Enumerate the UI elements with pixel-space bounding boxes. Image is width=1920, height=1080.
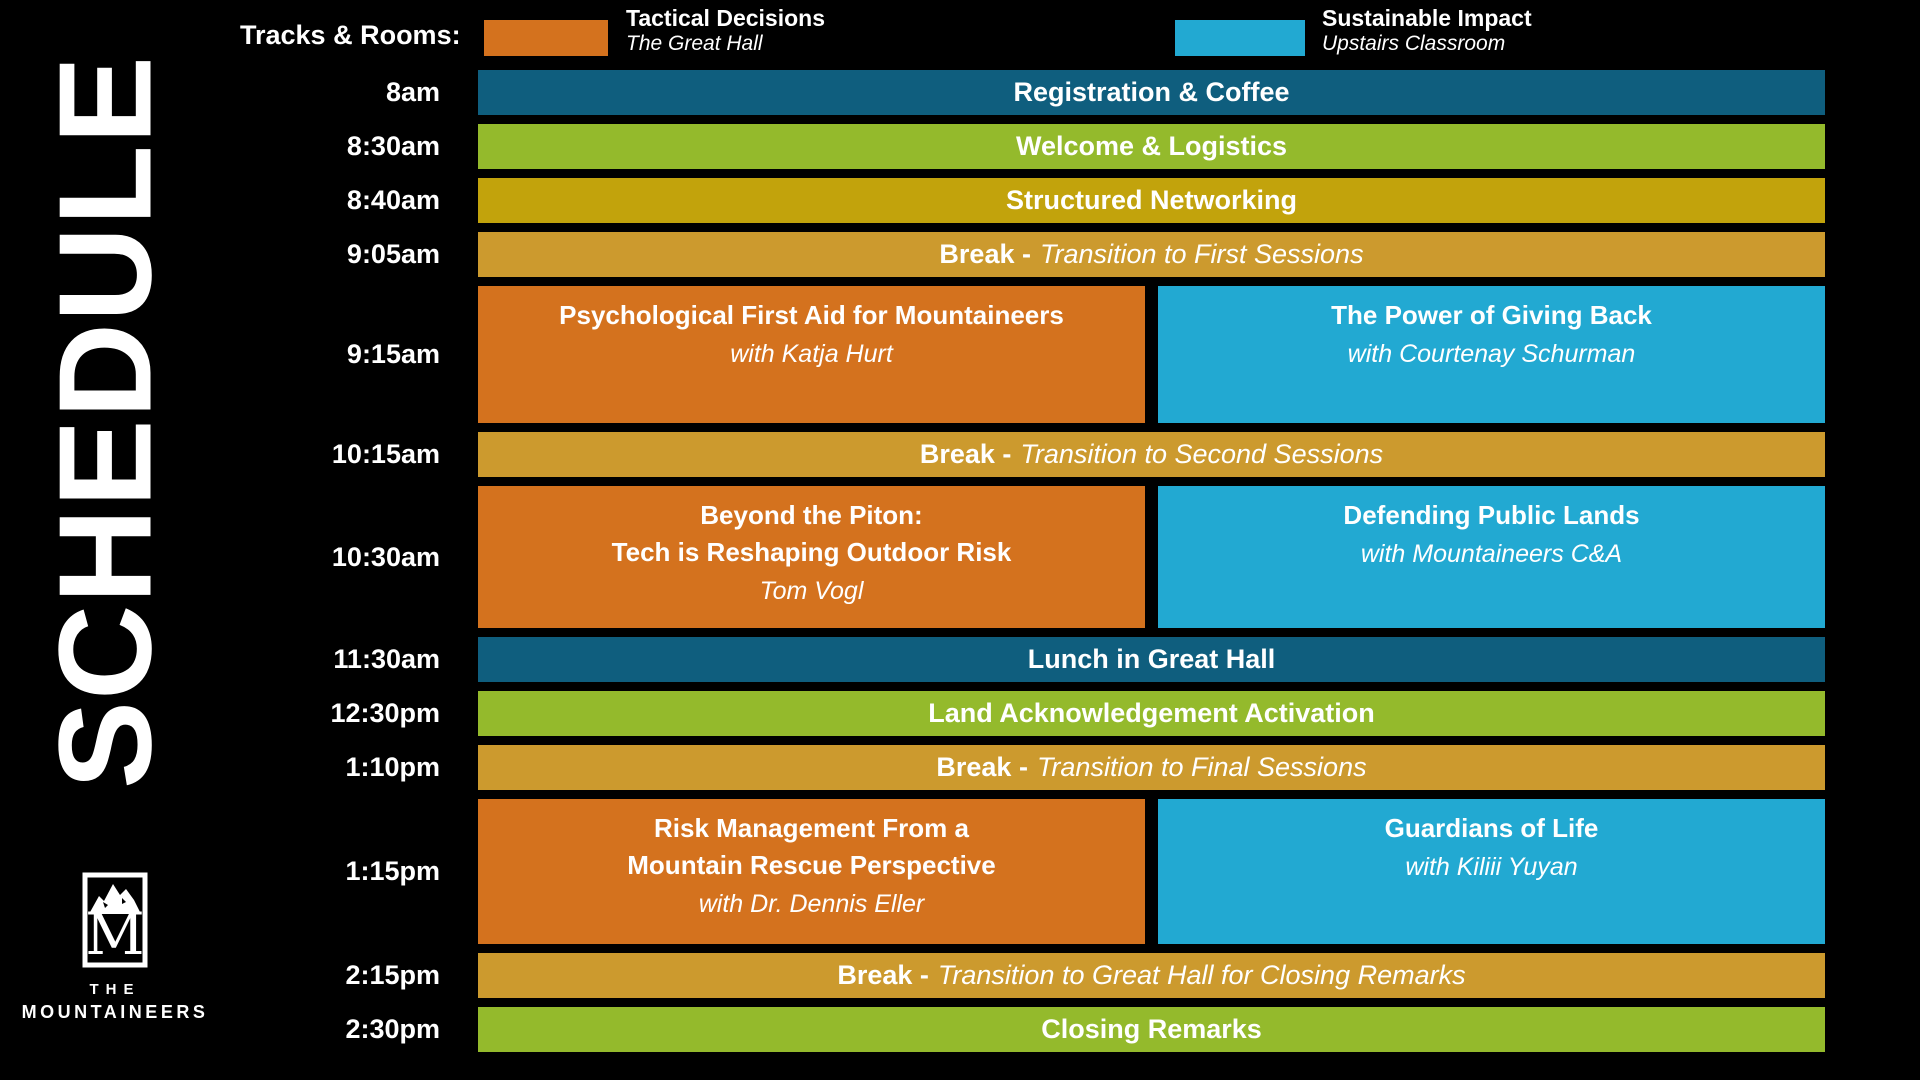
mountaineers-logo: M THE MOUNTAINEERS <box>0 872 230 1023</box>
schedule-grid: 8am Registration & Coffee 8:30am Welcome… <box>162 70 1825 1052</box>
time-label: 12:30pm <box>330 698 440 728</box>
event-bar: Welcome & Logistics <box>478 124 1825 169</box>
break-label-bold: Break - <box>837 960 929 990</box>
event-bar: Registration & Coffee <box>478 70 1825 115</box>
event-bar: Structured Networking <box>478 178 1825 223</box>
event-bar: Lunch in Great Hall <box>478 637 1825 682</box>
session-cell-tactical: Psychological First Aid for Mountaineers… <box>478 286 1145 423</box>
session-cell-sustainable: Defending Public Lands with Mountaineers… <box>1158 486 1825 628</box>
time-label: 1:15pm <box>345 856 440 886</box>
event-bar: Land Acknowledgement Activation <box>478 691 1825 736</box>
session-speaker: with Mountaineers C&A <box>1360 540 1623 568</box>
schedule-row-break-3: 1:10pm Break - Transition to Final Sessi… <box>162 745 1825 790</box>
session-cell-sustainable: The Power of Giving Back with Courtenay … <box>1158 286 1825 423</box>
legend-track-tactical: Tactical Decisions The Great Hall <box>626 6 825 56</box>
track-name: Tactical Decisions <box>626 5 825 31</box>
time-label: 9:15am <box>346 339 440 369</box>
break-bar: Break - Transition to First Sessions <box>478 232 1825 277</box>
sidebar: SCHEDULE M THE MOUNTAINEERS <box>0 0 230 1080</box>
track-room: The Great Hall <box>626 32 763 55</box>
session-title: Guardians of Life <box>1384 813 1599 843</box>
session-speaker: with Kiliii Yuyan <box>1405 853 1578 881</box>
session-title: Beyond the Piton: <box>700 500 923 530</box>
event-title: Welcome & Logistics <box>1015 131 1288 161</box>
time-label: 8:30am <box>346 131 440 161</box>
legend-swatch-tactical <box>484 20 608 56</box>
schedule-row-networking: 8:40am Structured Networking <box>162 178 1825 223</box>
break-label-bold: Break - <box>939 239 1031 269</box>
schedule-row-lunch: 11:30am Lunch in Great Hall <box>162 637 1825 682</box>
event-title: Land Acknowledgement Activation <box>928 698 1375 728</box>
schedule-row-sessions-2: 10:30am Beyond the Piton: Tech is Reshap… <box>162 486 1825 628</box>
break-label-bold: Break - <box>919 439 1012 469</box>
event-bar: Closing Remarks <box>478 1007 1825 1052</box>
legend-swatch-sustainable <box>1175 20 1305 56</box>
break-label-detail: Transition to Great Hall for Closing Rem… <box>937 960 1466 990</box>
time-label: 8am <box>385 77 440 107</box>
session-speaker: Tom Vogl <box>759 577 864 605</box>
schedule-row-sessions-1: 9:15am Psychological First Aid for Mount… <box>162 286 1825 423</box>
session-speaker: with Courtenay Schurman <box>1347 340 1636 368</box>
schedule-row-closing: 2:30pm Closing Remarks <box>162 1007 1825 1052</box>
schedule-row-welcome: 8:30am Welcome & Logistics <box>162 124 1825 169</box>
time-label: 10:30am <box>331 541 440 572</box>
schedule-row-break-1: 9:05am Break - Transition to First Sessi… <box>162 232 1825 277</box>
time-label: 11:30am <box>333 644 440 674</box>
schedule-row-registration: 8am Registration & Coffee <box>162 70 1825 115</box>
schedule-row-break-4: 2:15pm Break - Transition to Great Hall … <box>162 953 1825 998</box>
time-label: 8:40am <box>346 185 440 215</box>
event-title: Registration & Coffee <box>1013 77 1290 107</box>
session-title: Tech is Reshaping Outdoor Risk <box>611 537 1012 567</box>
legend-track-sustainable: Sustainable Impact Upstairs Classroom <box>1322 6 1532 56</box>
mountaineers-logo-icon: M <box>82 872 148 968</box>
session-title: Defending Public Lands <box>1343 500 1640 530</box>
session-cell-tactical: Beyond the Piton: Tech is Reshaping Outd… <box>478 486 1145 628</box>
session-title: Mountain Rescue Perspective <box>627 850 996 880</box>
session-cell-tactical: Risk Management From a Mountain Rescue P… <box>478 799 1145 944</box>
break-bar: Break - Transition to Final Sessions <box>478 745 1825 790</box>
time-label: 1:10pm <box>345 752 440 782</box>
time-label: 2:15pm <box>345 960 440 990</box>
schedule-row-break-2: 10:15am Break - Transition to Second Ses… <box>162 432 1825 477</box>
time-label: 9:05am <box>346 239 440 269</box>
event-title: Lunch in Great Hall <box>1027 644 1276 674</box>
time-label: 2:30pm <box>345 1014 440 1044</box>
event-title: Structured Networking <box>1005 185 1298 215</box>
logo-text-the: THE <box>89 981 141 998</box>
svg-text:M: M <box>85 900 144 968</box>
legend-label: Tracks & Rooms: <box>240 20 461 50</box>
break-bar: Break - Transition to Great Hall for Clo… <box>478 953 1825 998</box>
logo-text-name: MOUNTAINEERS <box>21 1002 209 1022</box>
session-title: Risk Management From a <box>654 813 969 843</box>
track-name: Sustainable Impact <box>1322 5 1532 31</box>
break-label-detail: Transition to First Sessions <box>1039 239 1364 269</box>
break-bar: Break - Transition to Second Sessions <box>478 432 1825 477</box>
schedule-row-sessions-3: 1:15pm Risk Management From a Mountain R… <box>162 799 1825 944</box>
session-speaker: with Katja Hurt <box>730 340 893 368</box>
time-label: 10:15am <box>331 439 440 469</box>
session-speaker: with Dr. Dennis Eller <box>698 890 925 918</box>
session-cell-sustainable: Guardians of Life with Kiliii Yuyan <box>1158 799 1825 944</box>
break-label-detail: Transition to Final Sessions <box>1036 752 1367 782</box>
break-label-detail: Transition to Second Sessions <box>1020 439 1384 469</box>
session-title: Psychological First Aid for Mountaineers <box>559 300 1064 330</box>
session-title: The Power of Giving Back <box>1331 300 1652 330</box>
track-room: Upstairs Classroom <box>1322 32 1506 55</box>
schedule-row-land-acknowledgement: 12:30pm Land Acknowledgement Activation <box>162 691 1825 736</box>
page-title: SCHEDULE <box>31 54 179 790</box>
event-title: Closing Remarks <box>1041 1014 1262 1044</box>
break-label-bold: Break - <box>936 752 1028 782</box>
